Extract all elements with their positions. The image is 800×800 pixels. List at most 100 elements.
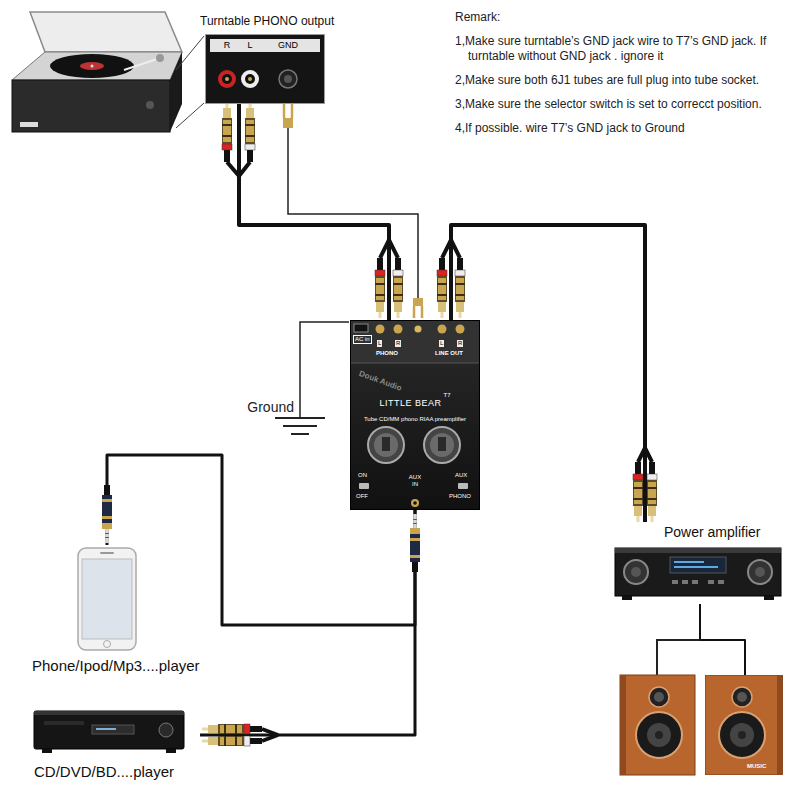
left-speaker bbox=[649, 687, 669, 707]
audio-cable bbox=[700, 604, 745, 675]
channel-label: R bbox=[457, 340, 463, 347]
device-node: MUSIC bbox=[705, 675, 783, 775]
turntable-illustration bbox=[124, 58, 160, 70]
turntable-cable bbox=[222, 102, 255, 176]
port-label: LINE OUT bbox=[435, 350, 463, 357]
cd-player-illustration bbox=[30, 705, 200, 757]
device-heading: Power amplifier bbox=[664, 524, 760, 540]
turntable-illustration bbox=[30, 12, 182, 52]
turntable-illustration bbox=[12, 52, 182, 80]
amplifier-plugs bbox=[633, 462, 643, 522]
preamp-chassis bbox=[368, 427, 404, 463]
switch-label: AUX bbox=[455, 472, 467, 479]
preamp-chassis bbox=[438, 325, 447, 334]
cd-player-illustration bbox=[34, 711, 184, 715]
preamp-chassis bbox=[354, 324, 368, 332]
jack-label: L bbox=[247, 40, 252, 50]
amplifier-illustration bbox=[748, 560, 772, 584]
phono-plugs bbox=[393, 258, 403, 318]
cd-player-illustration bbox=[96, 728, 116, 730]
jack-panel: RLGND bbox=[205, 34, 325, 104]
phono-plugs bbox=[375, 258, 385, 318]
jack-label: AUX IN bbox=[407, 474, 423, 488]
turntable-illustration bbox=[91, 65, 94, 68]
turntable-illustration bbox=[146, 101, 154, 109]
speaker-illustration bbox=[738, 731, 746, 739]
preamp-chassis bbox=[359, 483, 369, 489]
preamp-chassis bbox=[438, 437, 446, 451]
turntable-cable bbox=[222, 102, 232, 162]
jack-sockets bbox=[218, 70, 236, 88]
phone-illustration bbox=[78, 548, 136, 650]
line-out-plugs bbox=[437, 258, 447, 318]
audio-cable bbox=[200, 510, 415, 735]
turntable-illustration bbox=[176, 36, 204, 70]
left-speaker bbox=[654, 692, 664, 702]
ground-wire bbox=[300, 322, 349, 418]
audio-cable bbox=[451, 225, 645, 522]
speaker-illustration bbox=[777, 675, 783, 775]
amplifier-illustration bbox=[764, 596, 774, 600]
channel-label: L bbox=[377, 340, 382, 347]
device-label: Phone/Ipod/Mp3....player bbox=[32, 657, 200, 675]
ground-wire bbox=[414, 306, 422, 318]
speaker-illustration bbox=[705, 675, 783, 775]
jack-sockets bbox=[225, 77, 229, 81]
cd-player-illustration bbox=[42, 749, 52, 753]
switch-label: OFF bbox=[356, 493, 368, 500]
channel-label: R bbox=[395, 340, 401, 347]
amplifier-illustration bbox=[674, 566, 718, 568]
amplifier-illustration bbox=[718, 580, 724, 584]
preamp-chassis bbox=[458, 483, 468, 489]
jack-sockets bbox=[284, 75, 292, 83]
speaker-illustration bbox=[705, 675, 783, 775]
remark-note: 2,Make sure both 6J1 tubes are full plug… bbox=[455, 73, 793, 88]
phono-plugs bbox=[375, 240, 403, 318]
turntable-illustration bbox=[20, 122, 38, 127]
turntable-illustration bbox=[80, 62, 104, 70]
device-node: CD/DVD/BD....player bbox=[30, 705, 200, 793]
turntable-cable bbox=[227, 162, 250, 176]
preamp-chassis bbox=[394, 325, 403, 334]
turntable-illustration bbox=[12, 80, 170, 132]
audio-cable bbox=[239, 104, 389, 320]
amplifier-illustration bbox=[708, 580, 714, 584]
amplifier-illustration bbox=[674, 561, 704, 563]
ground-wire bbox=[275, 418, 325, 434]
cd-player-illustration bbox=[44, 721, 84, 725]
left-speaker bbox=[620, 640, 700, 775]
left-speaker bbox=[647, 723, 671, 747]
left-speaker bbox=[655, 731, 663, 739]
speaker-illustration bbox=[719, 712, 765, 758]
preamp-chassis bbox=[430, 433, 454, 457]
amplifier-illustration bbox=[622, 596, 632, 600]
device-node: Turntable PHONO outputRLGND bbox=[200, 14, 340, 104]
device-node: Phone/Ipod/Mp3....player bbox=[30, 545, 220, 685]
preamp-chassis bbox=[351, 363, 479, 364]
remark-note: 4,If possible. wire T7’s GND jack to Gro… bbox=[455, 121, 793, 136]
amplifier-illustration bbox=[682, 580, 688, 584]
remark-column: Remark:1,Make sure turntable’s GND jack … bbox=[455, 10, 793, 145]
preamp-box: AC inLRPHONOLRLINE OUTDouk AudioLITTLE B… bbox=[350, 320, 480, 510]
amplifier-illustration bbox=[692, 580, 698, 584]
remark-note: Remark: bbox=[455, 10, 793, 25]
cd-plugs bbox=[202, 724, 262, 734]
preamp-chassis bbox=[424, 427, 460, 463]
phone-illustration bbox=[100, 552, 114, 554]
aux-plugs bbox=[102, 485, 112, 543]
device-label: CD/DVD/BD....player bbox=[34, 763, 174, 781]
port-label: PHONO bbox=[376, 350, 398, 357]
ground-wire bbox=[275, 104, 423, 434]
line-out-plugs bbox=[442, 240, 460, 258]
line-out-plugs bbox=[437, 240, 465, 318]
amplifier-illustration bbox=[624, 560, 648, 584]
ground-label: Ground bbox=[247, 399, 294, 415]
cd-plugs bbox=[202, 736, 262, 746]
speaker-illustration bbox=[730, 723, 754, 747]
jack-sockets bbox=[222, 74, 232, 84]
preamp-chassis bbox=[413, 501, 417, 505]
preamp-chassis bbox=[415, 326, 422, 333]
turntable-illustration bbox=[12, 12, 204, 132]
phone-illustration bbox=[82, 559, 132, 639]
cd-player-illustration bbox=[166, 749, 176, 753]
